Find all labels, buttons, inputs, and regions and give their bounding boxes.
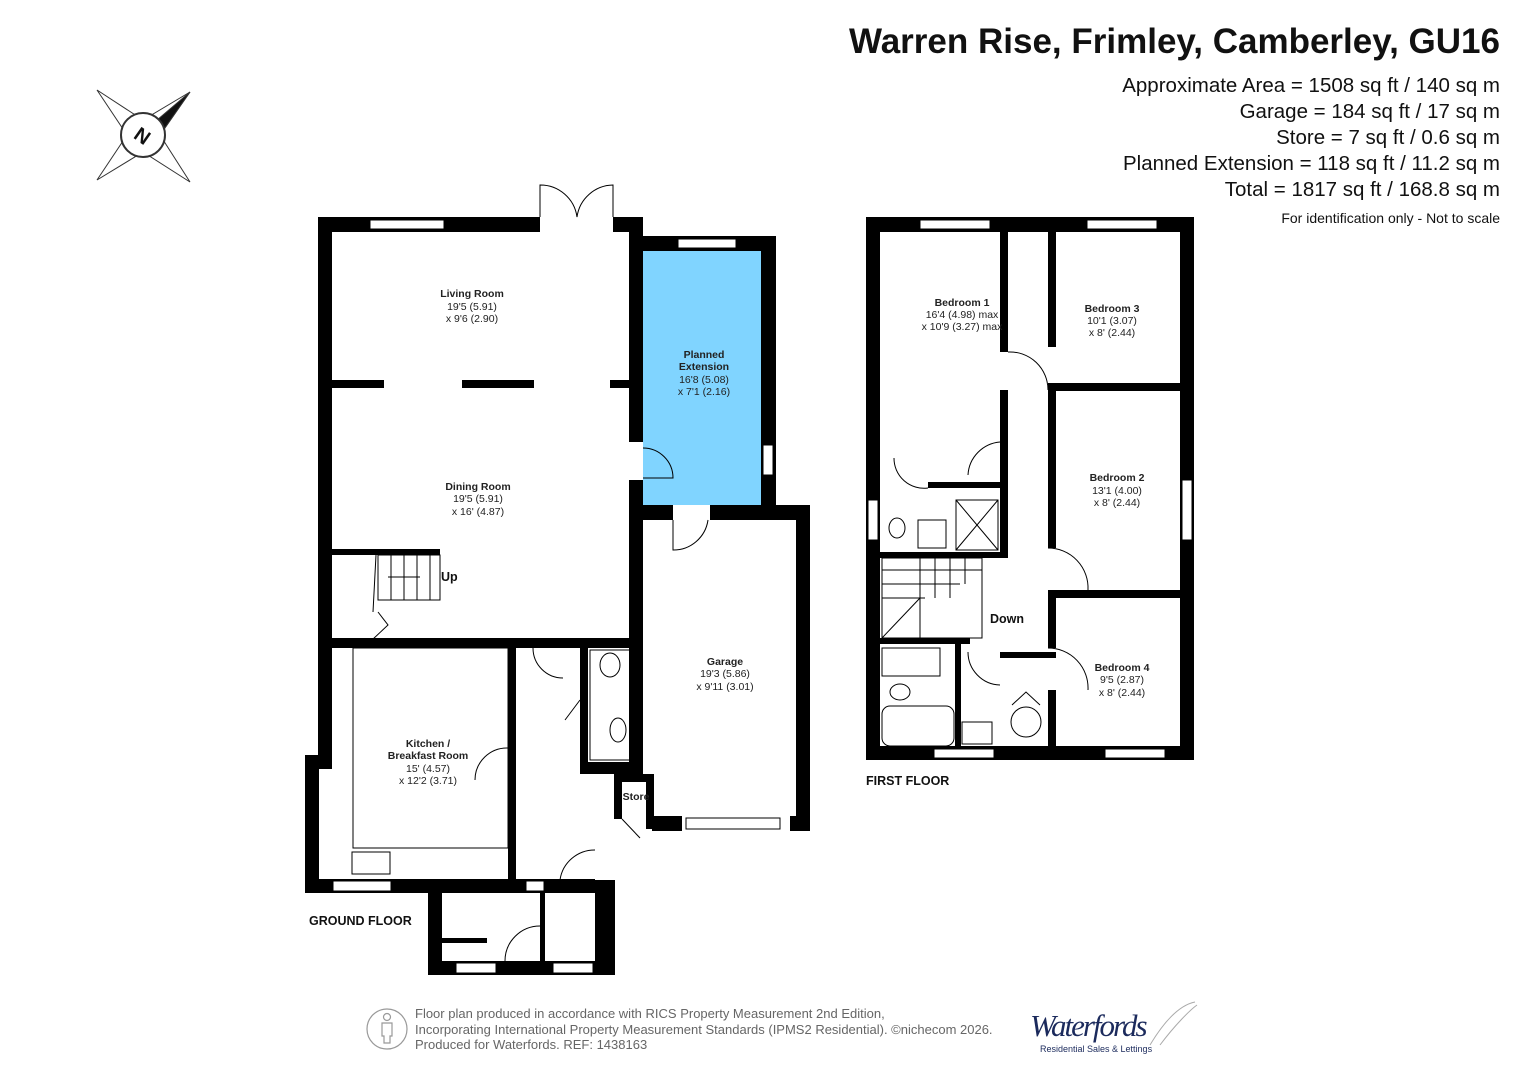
- kitchen-dim2: x 12'2 (3.71): [399, 775, 457, 787]
- logo-swoosh: [1149, 1001, 1198, 1046]
- kitchen-name2: Breakfast Room: [388, 750, 469, 762]
- living-room-dim1: 19'5 (5.91): [447, 301, 497, 313]
- dining-room-name: Dining Room: [445, 481, 510, 493]
- dining-room-dim2: x 16' (4.87): [452, 506, 504, 518]
- doors: [351, 184, 709, 962]
- bedroom-2-name: Bedroom 2: [1090, 472, 1145, 484]
- extension-dim2: x 7'1 (2.16): [678, 386, 730, 398]
- waterfords-logo: Waterfords: [1030, 1008, 1148, 1043]
- first-floor-plan: Down Bedroom 1 16'4 (4.98) max x 10'9 (3…: [866, 217, 1194, 788]
- windows: [332, 219, 781, 974]
- bedroom-2-dim1: 13'1 (4.00): [1092, 485, 1142, 497]
- bedroom-3-dim1: 10'1 (3.07): [1087, 315, 1137, 327]
- first-floor-label: FIRST FLOOR: [866, 774, 949, 788]
- scale-note: For identification only - Not to scale: [1281, 210, 1500, 226]
- footer-line-1: Floor plan produced in accordance with R…: [415, 1006, 885, 1021]
- footer-line-3: Produced for Waterfords. REF: 1438163: [415, 1037, 648, 1052]
- windows: [867, 219, 1193, 759]
- stairs-up-label: Up: [441, 570, 458, 584]
- footer-line-2: Incorporating International Property Mea…: [415, 1021, 993, 1037]
- area-extension: Planned Extension = 118 sq ft / 11.2 sq …: [1122, 152, 1500, 175]
- walls: [305, 217, 810, 975]
- living-room-name: Living Room: [440, 288, 504, 300]
- kitchen-name1: Kitchen /: [406, 738, 450, 750]
- footer-disclaimer: Floor plan produced in accordance with R…: [415, 1006, 993, 1053]
- area-approx: Approximate Area = 1508 sq ft / 140 sq m: [1122, 74, 1500, 97]
- extension-name1: Planned: [684, 349, 725, 361]
- stairs-down-label: Down: [990, 612, 1024, 626]
- area-garage: Garage = 184 sq ft / 17 sq m: [1239, 100, 1500, 123]
- compass-north-icon: N: [96, 89, 191, 183]
- bedroom-1-dim1: 16'4 (4.98) max: [926, 309, 999, 321]
- person-icon: [366, 1008, 408, 1050]
- extension-name2: Extension: [679, 361, 729, 373]
- fixtures: [881, 351, 1089, 747]
- bedroom-1-name: Bedroom 1: [935, 297, 990, 309]
- store-name: Store: [623, 791, 650, 803]
- area-summary: Approximate Area = 1508 sq ft / 140 sq m…: [1122, 73, 1500, 203]
- ground-floor-label: GROUND FLOOR: [309, 914, 412, 928]
- living-room-dim2: x 9'6 (2.90): [446, 313, 498, 325]
- area-store: Store = 7 sq ft / 0.6 sq m: [1276, 126, 1500, 149]
- bedroom-4-name: Bedroom 4: [1095, 662, 1150, 674]
- garage-dim1: 19'3 (5.86): [700, 668, 750, 680]
- kitchen-dim1: 15' (4.57): [406, 763, 450, 775]
- bedroom-3-dim2: x 8' (2.44): [1089, 327, 1135, 339]
- bedroom-4-dim2: x 8' (2.44): [1099, 687, 1145, 699]
- area-total: Total = 1817 sq ft / 168.8 sq m: [1224, 178, 1500, 201]
- bedroom-2-dim2: x 8' (2.44): [1094, 497, 1140, 509]
- extension-dim1: 16'8 (5.08): [679, 374, 729, 386]
- bedroom-4-dim1: 9'5 (2.87): [1100, 674, 1144, 686]
- dining-room-dim1: 19'5 (5.91): [453, 493, 503, 505]
- garage-name: Garage: [707, 656, 743, 668]
- garage-dim2: x 9'11 (3.01): [696, 681, 753, 693]
- walls: [866, 217, 1194, 760]
- extension-fill: [643, 251, 761, 505]
- ground-floor-plan: Up Living Room 19'5 (5.91) x 9'6 (2.90) …: [305, 184, 810, 975]
- bedroom-3-name: Bedroom 3: [1085, 303, 1140, 315]
- stairs-up: [371, 554, 441, 641]
- bedroom-1-dim2: x 10'9 (3.27) max: [922, 321, 1004, 333]
- waterfords-logo-subtitle: Residential Sales & Lettings: [1040, 1044, 1153, 1054]
- property-title: Warren Rise, Frimley, Camberley, GU16: [848, 22, 1500, 61]
